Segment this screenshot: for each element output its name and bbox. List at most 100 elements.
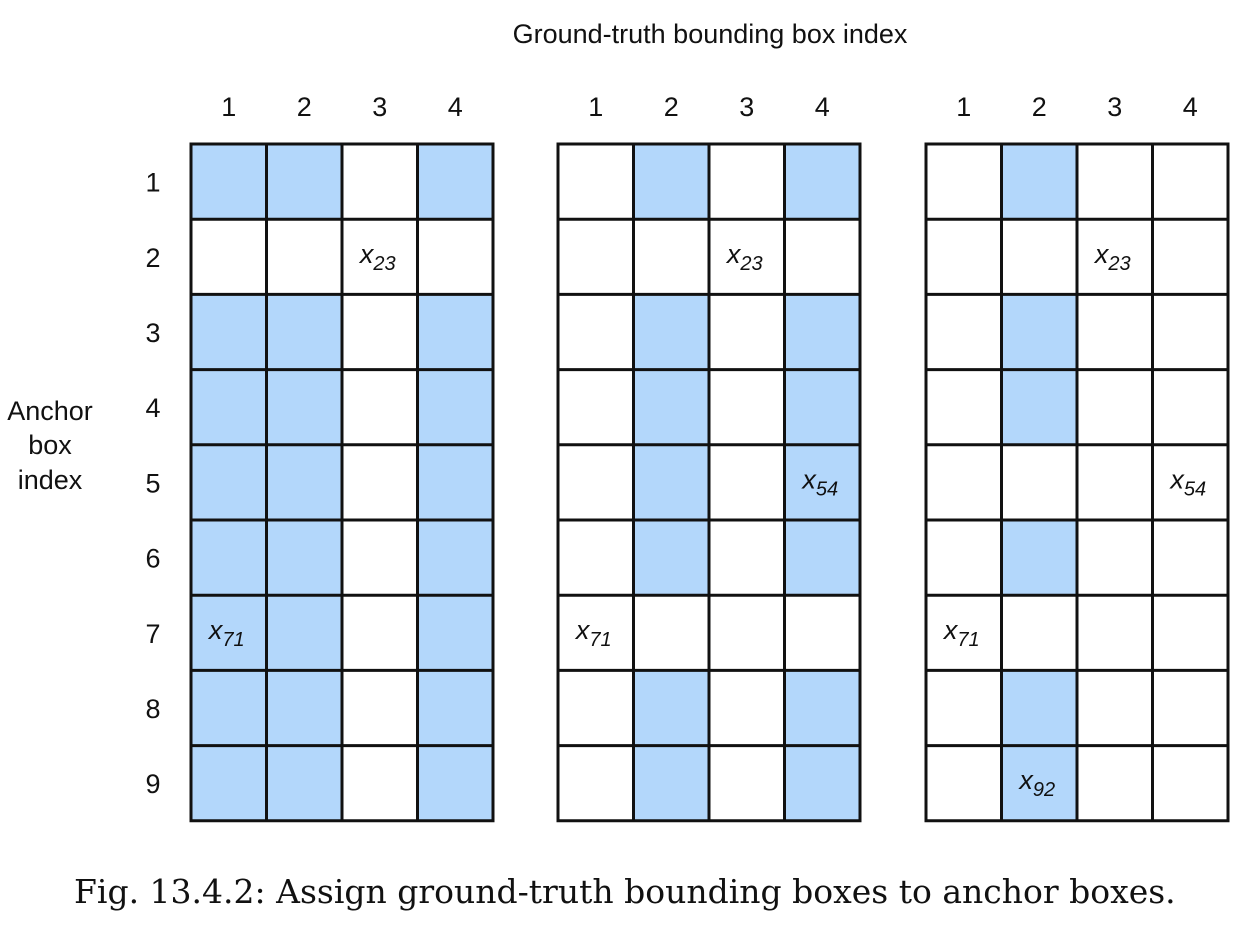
empty-cell	[342, 670, 418, 746]
highlighted-cell	[633, 520, 709, 596]
empty-cell	[1001, 444, 1077, 520]
empty-cell	[784, 595, 860, 671]
empty-cell	[709, 144, 785, 220]
highlighted-cell	[266, 745, 342, 821]
empty-cell	[709, 219, 785, 295]
highlighted-cell	[784, 144, 860, 220]
empty-cell	[709, 745, 785, 821]
highlighted-cell	[633, 745, 709, 821]
empty-cell	[926, 520, 1002, 596]
empty-cell	[558, 745, 634, 821]
highlighted-cell	[266, 595, 342, 671]
empty-cell	[709, 369, 785, 445]
column-number-label: 2	[1032, 92, 1047, 122]
cell-label-x23: x23	[358, 239, 396, 275]
empty-cell	[558, 520, 634, 596]
empty-cell	[926, 670, 1002, 746]
highlighted-cell	[266, 520, 342, 596]
highlighted-cell	[1001, 745, 1077, 821]
highlighted-cell	[266, 294, 342, 370]
column-number-label: 4	[815, 92, 830, 122]
highlighted-cell	[1001, 369, 1077, 445]
empty-cell	[1152, 294, 1228, 370]
empty-cell	[926, 294, 1002, 370]
row-number-label: 9	[145, 769, 160, 799]
highlighted-cell	[633, 294, 709, 370]
row-number-label: 1	[145, 168, 160, 198]
empty-cell	[558, 369, 634, 445]
highlighted-cell	[266, 369, 342, 445]
column-number-label: 1	[588, 92, 603, 122]
highlighted-cell	[784, 745, 860, 821]
highlighted-cell	[191, 595, 267, 671]
column-number-label: 2	[297, 92, 312, 122]
empty-cell	[1077, 444, 1153, 520]
cell-label-x54: x54	[1168, 464, 1206, 500]
highlighted-cell	[1001, 670, 1077, 746]
empty-cell	[558, 144, 634, 220]
empty-cell	[633, 595, 709, 671]
empty-cell	[558, 294, 634, 370]
empty-cell	[1152, 144, 1228, 220]
row-number-label: 3	[145, 318, 160, 348]
cell-label-x71: x71	[942, 615, 980, 651]
cell-label-x54: x54	[800, 464, 838, 500]
empty-cell	[342, 144, 418, 220]
empty-cell	[342, 520, 418, 596]
highlighted-cell	[266, 444, 342, 520]
column-number-label: 3	[1107, 92, 1122, 122]
empty-cell	[558, 670, 634, 746]
empty-cell	[342, 444, 418, 520]
highlighted-cell	[417, 670, 493, 746]
row-number-label: 6	[145, 544, 160, 574]
highlighted-cell	[191, 670, 267, 746]
empty-cell	[709, 670, 785, 746]
highlighted-cell	[417, 595, 493, 671]
cell-label-x71: x71	[207, 615, 245, 651]
highlighted-cell	[784, 520, 860, 596]
column-number-label: 1	[221, 92, 236, 122]
empty-cell	[342, 745, 418, 821]
highlighted-cell	[784, 369, 860, 445]
highlighted-cell	[191, 294, 267, 370]
column-number-label: 4	[448, 92, 463, 122]
side-label-line: box	[28, 430, 72, 460]
empty-cell	[926, 745, 1002, 821]
empty-cell	[1152, 670, 1228, 746]
empty-cell	[558, 219, 634, 295]
empty-cell	[1152, 369, 1228, 445]
side-label-line: index	[18, 465, 83, 495]
highlighted-cell	[1001, 520, 1077, 596]
empty-cell	[709, 294, 785, 370]
empty-cell	[558, 444, 634, 520]
empty-cell	[1077, 294, 1153, 370]
highlighted-cell	[191, 520, 267, 596]
empty-cell	[342, 595, 418, 671]
highlighted-cell	[191, 444, 267, 520]
empty-cell	[266, 219, 342, 295]
highlighted-cell	[633, 369, 709, 445]
highlighted-cell	[633, 144, 709, 220]
highlighted-cell	[191, 745, 267, 821]
anchor-box-index-label: Anchor box index	[7, 396, 93, 495]
highlighted-cell	[1001, 294, 1077, 370]
empty-cell	[417, 219, 493, 295]
side-label-line: Anchor	[7, 396, 93, 426]
highlighted-cell	[633, 444, 709, 520]
empty-cell	[1001, 595, 1077, 671]
empty-cell	[1001, 219, 1077, 295]
empty-cell	[709, 444, 785, 520]
highlighted-cell	[417, 294, 493, 370]
row-number-label: 7	[145, 619, 160, 649]
empty-cell	[926, 219, 1002, 295]
highlighted-cell	[784, 670, 860, 746]
empty-cell	[1077, 745, 1153, 821]
diagram-title: Ground-truth bounding box index	[513, 19, 908, 49]
row-number-label: 4	[145, 393, 160, 423]
empty-cell	[784, 219, 860, 295]
empty-cell	[926, 369, 1002, 445]
